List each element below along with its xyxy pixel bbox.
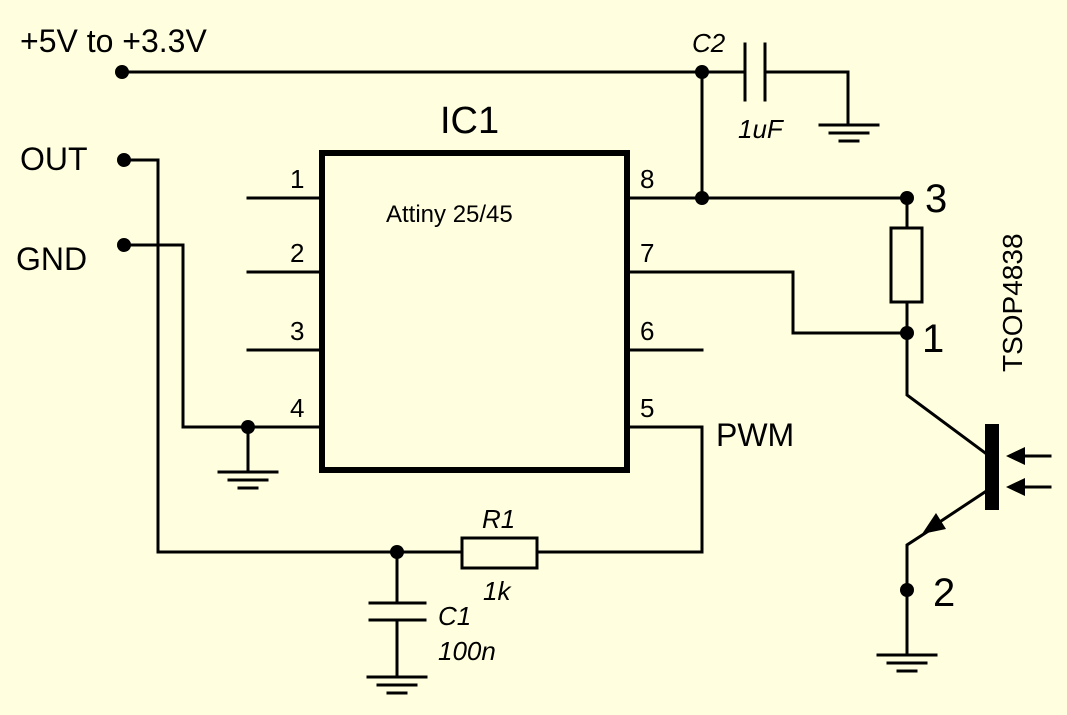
gnd-label: GND <box>16 241 87 277</box>
ic1-pin-4: 4 <box>290 393 304 423</box>
signal-net: 1 <box>700 270 944 361</box>
ic1-pin-5: 5 <box>640 393 654 423</box>
gnd-net: GND <box>16 238 279 490</box>
ic1-part: Attiny 25/45 <box>386 201 513 228</box>
vcc-net-sensor: 3 <box>695 177 947 221</box>
c2-designator: C2 <box>692 28 726 58</box>
c1-designator: C1 <box>438 601 471 631</box>
c1-value: 100n <box>438 636 496 666</box>
pwm-net: PWM <box>535 417 794 554</box>
sensor-tsop: 2 TSOP4838 <box>876 233 1052 673</box>
capacitor-c1: C1 100n <box>366 550 496 695</box>
pwm-label: PWM <box>716 417 794 453</box>
vcc-junction <box>695 191 709 205</box>
r1-value: 1k <box>483 576 512 606</box>
supply-net: +5V to +3.3V <box>20 23 747 200</box>
sensor-pin-2-label: 2 <box>933 571 955 615</box>
ic1-pin-2: 2 <box>290 238 304 268</box>
ic1-pin-8: 8 <box>640 164 654 194</box>
sensor-pin-3-label: 3 <box>925 177 947 221</box>
r1-designator: R1 <box>482 504 515 534</box>
resistor-r1: R1 1k <box>460 504 539 606</box>
ic1-pin-7: 7 <box>640 238 654 268</box>
sensor-pullup-resistor <box>889 196 924 335</box>
capacitor-c2: C2 1uF <box>692 28 880 144</box>
ic1-pin-6: 6 <box>640 316 654 346</box>
ic1-pin-3: 3 <box>290 316 304 346</box>
c2-value: 1uF <box>738 114 785 144</box>
light-arrows-icon <box>1006 447 1052 496</box>
out-label: OUT <box>20 141 88 177</box>
supply-label: +5V to +3.3V <box>20 23 207 59</box>
ic1-pin-1: 1 <box>290 164 304 194</box>
supply-junction <box>695 65 709 79</box>
sensor-pin-1-label: 1 <box>922 317 944 361</box>
ic1-designator: IC1 <box>440 100 499 142</box>
supply-terminal <box>115 65 129 79</box>
sensor-part-label: TSOP4838 <box>997 233 1028 372</box>
ic1: IC1 Attiny 25/45 1 2 3 4 8 7 6 5 <box>246 100 704 473</box>
